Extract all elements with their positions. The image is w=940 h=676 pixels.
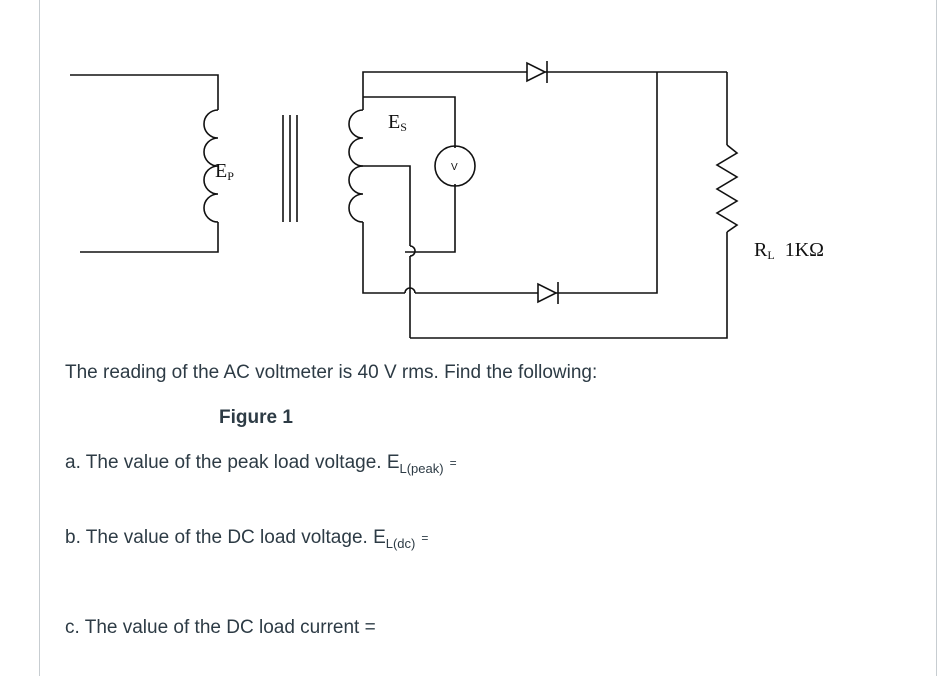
center-tap-wire [363, 165, 411, 246]
secondary-bottom-wire [362, 222, 405, 294]
voltmeter-bottom-wire [405, 184, 456, 253]
prompt-text: The reading of the AC voltmeter is 40 V … [65, 362, 598, 383]
question-c: c. The value of the DC load current = [65, 617, 376, 639]
figure-caption: Figure 1 [219, 407, 293, 428]
primary-label: EP [215, 160, 234, 183]
secondary-label: ES [388, 111, 407, 134]
load-bottom-wire [410, 232, 728, 339]
diode2-wire [415, 72, 658, 294]
question-a: a. The value of the peak load voltage. E… [65, 452, 457, 476]
question-b-equals: = [421, 531, 429, 545]
secondary-top-wire [362, 71, 727, 110]
question-b: b. The value of the DC load voltage. EL(… [65, 527, 428, 551]
secondary-coil-lower [348, 165, 364, 223]
wire-crossover-2 [404, 287, 416, 294]
right-border [936, 0, 937, 676]
primary-coil [203, 109, 219, 223]
question-a-equals: = [449, 456, 457, 470]
primary-bottom-wire [80, 222, 219, 253]
primary-top-wire [70, 74, 219, 110]
wire-crossover-1 [409, 245, 416, 257]
question-a-sub: L(peak) [399, 461, 444, 476]
diode-1-triangle [526, 61, 547, 83]
voltmeter-circle [434, 145, 476, 187]
load-resistor [715, 144, 739, 233]
left-border [39, 0, 40, 676]
question-b-sub: L(dc) [385, 536, 416, 551]
voltmeter-top-wire [410, 96, 456, 148]
question-b-text: b. The value of the DC load voltage. E [65, 527, 386, 548]
diode-2-triangle [537, 282, 558, 304]
voltmeter-label: V [451, 162, 458, 173]
question-a-text: a. The value of the peak load voltage. E [65, 452, 400, 473]
secondary-coil-upper [348, 109, 364, 167]
question-c-text: c. The value of the DC load current = [65, 617, 376, 638]
